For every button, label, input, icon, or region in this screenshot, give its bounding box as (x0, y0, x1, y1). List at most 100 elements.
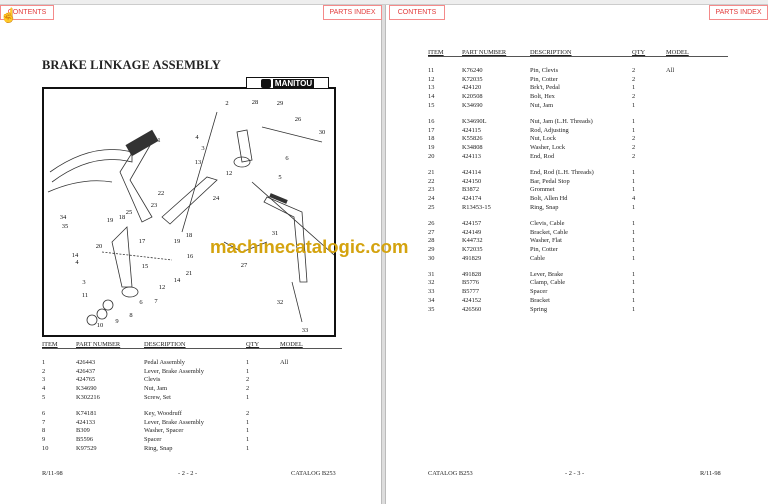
table-cell: 1 (632, 84, 636, 92)
table-cell: 426443 (76, 359, 96, 366)
page-divider (382, 5, 385, 504)
table-cell: 2 (632, 93, 636, 101)
table-cell (666, 135, 706, 144)
table-cell (666, 204, 706, 213)
table-cell: B3872 (462, 186, 480, 194)
table-cell (666, 144, 706, 153)
table-cell: 424152 (462, 296, 482, 304)
table-cell: K34690L (462, 117, 487, 125)
table-cell: Brk't, Pedal (530, 84, 560, 92)
table-cell: 15 (428, 101, 435, 109)
footer-date-right: R/11-98 (700, 470, 721, 477)
callout-label: 10 (97, 322, 104, 329)
table-cell: 1 (632, 101, 636, 109)
table-cell: 2 (632, 152, 636, 160)
table-cell (666, 306, 706, 315)
table-cell (280, 394, 320, 403)
callout-label: 8 (129, 312, 132, 319)
upper-lever (236, 129, 253, 163)
page-title: BRAKE LINKAGE ASSEMBLY (42, 58, 221, 72)
callout-label: 2 (225, 100, 228, 107)
table-cell: 426560 (462, 305, 482, 313)
table-cell: 33 (428, 288, 435, 296)
page-number-right: - 2 - 3 - (565, 470, 585, 477)
table-cell (666, 169, 706, 178)
table-cell: Nut, Jam (144, 385, 168, 393)
table-cell: 424174 (462, 194, 482, 202)
table-cell (666, 186, 706, 195)
contents-link-right[interactable]: CONTENTS (389, 5, 445, 20)
table-cell: All (666, 67, 675, 74)
column-header: ITEM (428, 49, 444, 56)
callout-label: 19 (107, 217, 114, 224)
parts-index-link-right[interactable]: PARTS INDEX (709, 5, 768, 20)
table-cell: 1 (632, 177, 636, 185)
table-cell: Washer, Lock (530, 144, 566, 151)
table-cell: 8 (42, 427, 46, 435)
table-cell: 424765 (76, 376, 96, 384)
table-cell: 424150 (462, 177, 482, 185)
table-cell: Clamp, Cable (530, 279, 566, 287)
table-cell (666, 178, 706, 187)
callout-label: 24 (213, 195, 220, 202)
column-header: PART NUMBER (462, 49, 507, 56)
table-cell: Screw, Set (144, 393, 171, 401)
table-cell: 2 (246, 376, 250, 384)
table-cell: 17 (428, 126, 435, 134)
callout-label: 9 (115, 318, 118, 325)
table-cell: 1 (246, 359, 250, 366)
callout-label: 1 (157, 137, 160, 144)
callout-label: 19 (174, 238, 181, 245)
table-cell: 1 (246, 367, 250, 375)
table-cell: 35 (428, 305, 435, 313)
table-cell: 1 (246, 427, 250, 435)
table-cell: K97529 (76, 444, 97, 452)
table-cell (666, 271, 706, 280)
table-cell: B309 (76, 427, 90, 435)
table-cell (666, 127, 706, 136)
table-cell: 4 (42, 385, 46, 393)
table-cell: Clevis, Cable (530, 219, 565, 227)
manitou-logo: MANITOU (246, 77, 329, 89)
table-cell (666, 229, 706, 238)
callout-label: 23 (151, 202, 158, 209)
callout-label: 4 (195, 134, 199, 141)
table-cell: 11 (428, 67, 435, 74)
table-cell: 16 (428, 117, 435, 125)
table-cell: 2 (632, 135, 636, 143)
table-cell (666, 297, 706, 306)
callout-label: 30 (319, 129, 326, 136)
contents-link-left[interactable]: CONTENTS (0, 5, 54, 20)
table-cell: Pedal Assembly (144, 359, 186, 366)
column-header: QTY (632, 49, 646, 56)
parts-index-link-left[interactable]: PARTS INDEX (323, 5, 382, 20)
table-cell: 1 (632, 126, 636, 134)
callout-label: 35 (62, 223, 69, 230)
table-cell: 27 (428, 228, 435, 236)
callout-label: 6 (285, 155, 289, 162)
table-cell: 426437 (76, 367, 96, 375)
callout-label: 17 (139, 238, 146, 245)
table-cell (280, 436, 320, 445)
